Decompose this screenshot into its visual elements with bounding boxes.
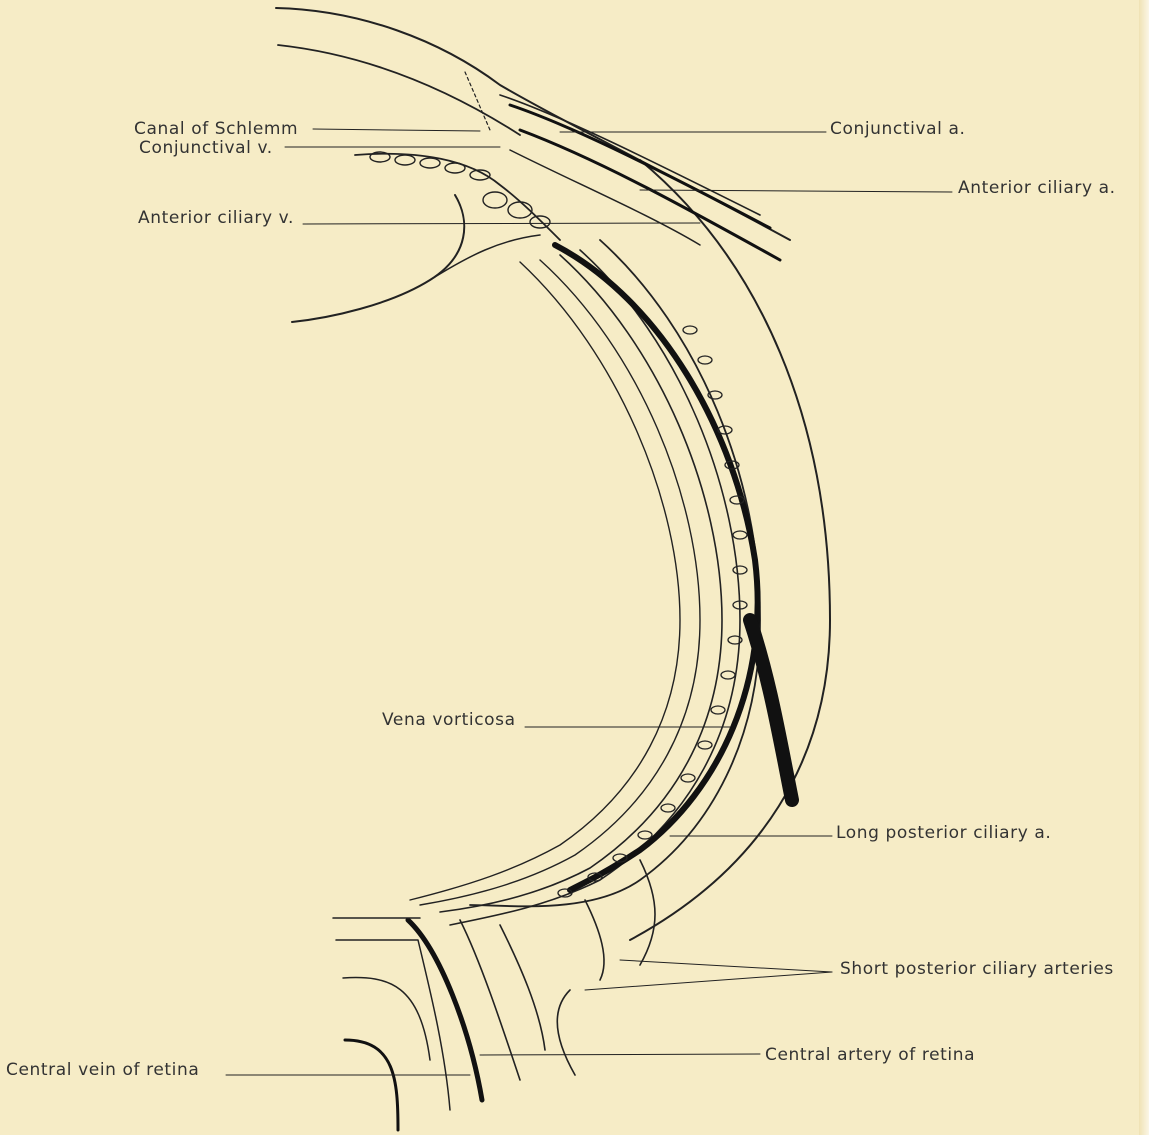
label-conjunctival-v: Conjunctival v.: [139, 138, 273, 158]
cornea-dashed-line: [465, 72, 490, 130]
central-artery-vessel: [460, 920, 520, 1080]
label-central-artery-of-retina: Central artery of retina: [765, 1045, 975, 1065]
posterior-vessel-3: [640, 860, 655, 965]
label-canal-of-schlemm: Canal of Schlemm: [134, 119, 298, 139]
posterior-vessel-1: [557, 990, 575, 1075]
retina-line-1: [420, 260, 700, 905]
leader-lines: [226, 129, 952, 1075]
iris: [355, 154, 560, 240]
lens-upper: [430, 235, 540, 280]
optic-nerve-line-2: [343, 978, 430, 1060]
label-central-vein-of-retina: Central vein of retina: [6, 1060, 199, 1080]
limbal-plexus: [370, 152, 550, 228]
capillary-network: [558, 326, 747, 897]
cornea-inner-line: [278, 45, 520, 135]
label-long-posterior-ciliary-a: Long posterior ciliary a.: [836, 823, 1051, 843]
conjunctival-vessel-4: [510, 150, 700, 245]
label-short-posterior-ciliary-arteries: Short posterior ciliary arteries: [840, 959, 1114, 979]
lens-edge: [292, 195, 464, 322]
central-artery-vessel-2: [500, 925, 545, 1050]
sclera-outer: [630, 160, 830, 940]
vena-vorticosa-trunk: [750, 620, 792, 800]
sclera-inner-outer: [470, 240, 760, 906]
central-vein-curve: [345, 1040, 398, 1130]
label-anterior-ciliary-a: Anterior ciliary a.: [958, 178, 1116, 198]
optic-nerve-line-1: [336, 940, 450, 1110]
label-conjunctival-a: Conjunctival a.: [830, 119, 965, 139]
label-vena-vorticosa: Vena vorticosa: [382, 710, 516, 730]
cornea-outer-line: [276, 8, 790, 240]
conjunctival-vessel-2: [510, 105, 770, 228]
retina-line-2: [410, 262, 680, 900]
label-anterior-ciliary-v: Anterior ciliary v.: [138, 208, 294, 228]
conjunctival-vessel-3: [520, 130, 780, 260]
posterior-vessel-2: [585, 900, 604, 980]
